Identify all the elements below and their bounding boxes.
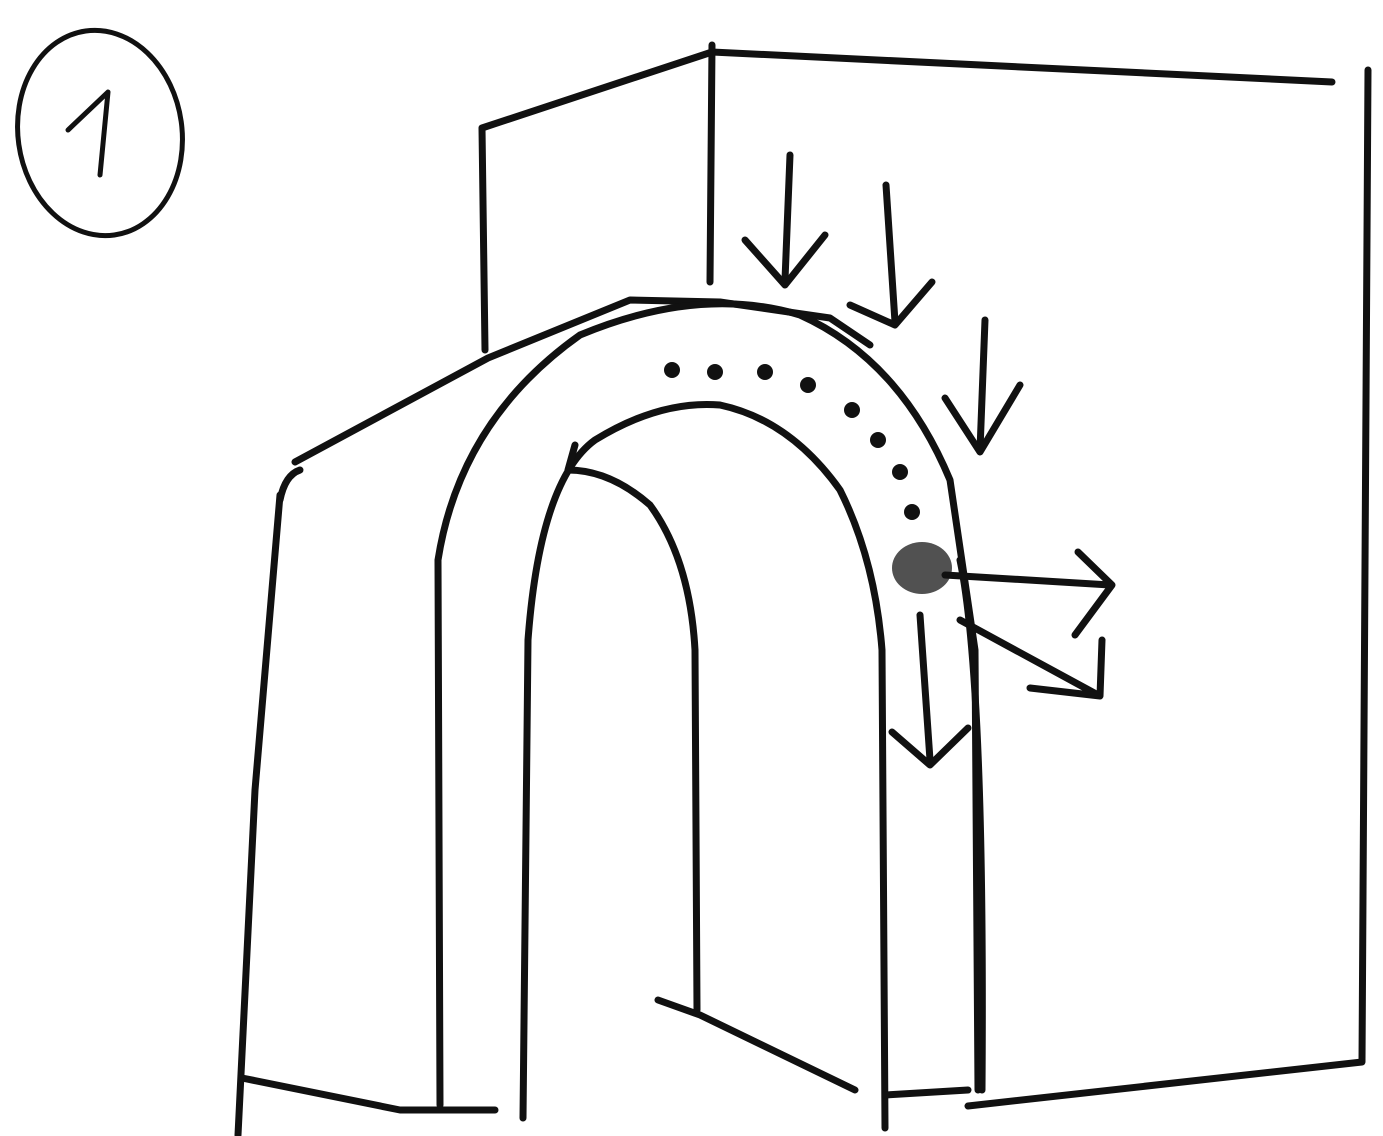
load-path-dot	[870, 432, 886, 448]
down-arrow-icon	[850, 185, 932, 325]
load-path-dot	[904, 504, 920, 520]
load-path-dot	[757, 364, 773, 380]
down-arrow-icon	[745, 155, 825, 285]
step-marker: 1	[4, 20, 195, 247]
load-path-dot	[800, 377, 816, 393]
down-arrow-icon	[945, 320, 1020, 452]
load-path-dot	[707, 364, 723, 380]
load-path-dot	[664, 362, 680, 378]
load-path-dot	[892, 464, 908, 480]
thrust-point	[892, 542, 952, 594]
down-arrow-icon	[892, 615, 968, 765]
load-path	[664, 362, 952, 594]
thrust-arrows	[945, 552, 1112, 696]
load-path-dot	[844, 402, 860, 418]
arch	[238, 300, 982, 1135]
